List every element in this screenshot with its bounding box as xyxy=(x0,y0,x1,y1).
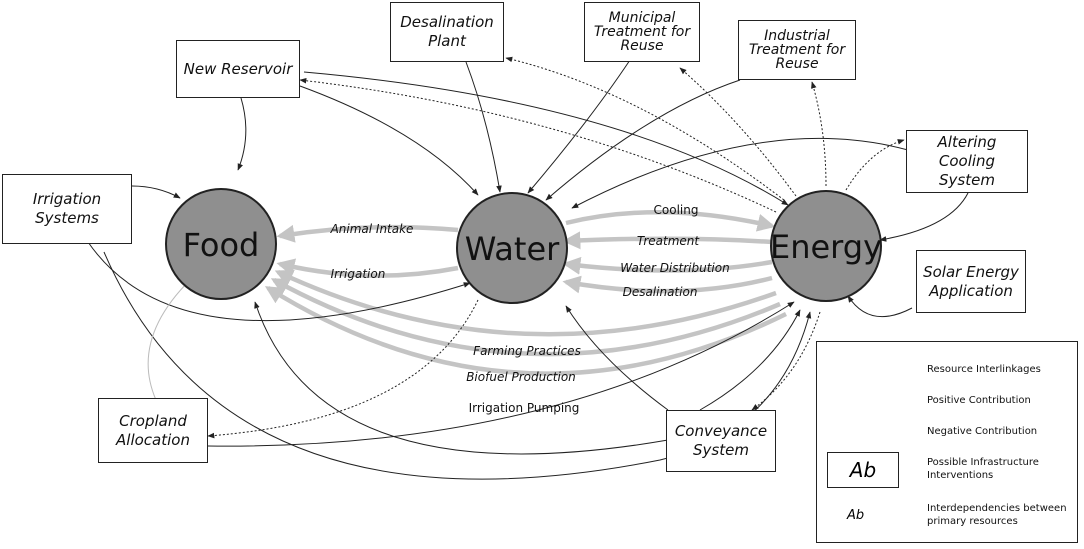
link-solar-energy xyxy=(847,295,913,317)
box-desalination-plant: Desalination Plant xyxy=(390,2,504,62)
label-farming-practices: Farming Practices xyxy=(473,344,581,358)
legend-interventions-text: Possible Infrastructure Interventions xyxy=(927,457,1039,481)
box-new-reservoir: New Reservoir xyxy=(176,40,300,98)
label-irrigation: Irrigation xyxy=(331,267,386,281)
label-biofuel-production: Biofuel Production xyxy=(466,370,576,384)
label-desalination-plant: Desalination Plant xyxy=(400,13,494,50)
link-conveyance-water xyxy=(565,305,669,411)
arrow-farming-practices xyxy=(274,269,777,337)
box-solar-energy: Solar Energy Application xyxy=(916,250,1026,313)
label-industrial-treatment: Industrial Treatment for Reuse xyxy=(748,28,846,72)
link-cooling-water xyxy=(571,137,909,209)
link-reservoir-water xyxy=(299,85,479,196)
node-food: Food xyxy=(165,188,277,300)
neg-energy-municipal xyxy=(679,67,797,197)
node-energy: Energy xyxy=(770,190,882,302)
link-reservoir-energy xyxy=(303,71,789,206)
label-irrigation-systems: Irrigation Systems xyxy=(32,190,102,227)
link-desal-water xyxy=(465,61,502,193)
legend-ab-box: Ab xyxy=(827,452,899,488)
label-animal-intake: Animal Intake xyxy=(330,222,414,236)
box-industrial-treatment: Industrial Treatment for Reuse xyxy=(738,20,856,80)
arrow-irrigation-pumping xyxy=(264,286,787,376)
legend-interdependencies-text: Interdependencies between primary resour… xyxy=(927,503,1067,527)
arrow-desalination xyxy=(562,275,773,294)
legend-positive-text: Positive Contribution xyxy=(927,395,1031,406)
arrow-biofuel-production xyxy=(270,278,781,357)
legend-ab-plain: Ab xyxy=(847,508,865,523)
node-energy-label: Energy xyxy=(770,228,882,266)
label-conveyance-system: Conveyance System xyxy=(674,422,768,459)
node-water-label: Water xyxy=(465,230,560,268)
link-industrial-water xyxy=(545,79,741,201)
box-municipal-treatment: Municipal Treatment for Reuse xyxy=(584,2,700,62)
label-cropland-allocation: Cropland Allocation xyxy=(116,411,190,449)
link-conveyance-energy xyxy=(699,309,801,411)
box-cropland-allocation: Cropland Allocation xyxy=(98,398,208,463)
label-new-reservoir: New Reservoir xyxy=(183,59,293,78)
neg-water-cropland xyxy=(207,299,479,439)
box-conveyance-system: Conveyance System xyxy=(666,410,776,472)
resource-interlinkages xyxy=(264,209,787,376)
neg-energy-conveyance xyxy=(751,311,821,411)
link-conveyance-food xyxy=(254,301,669,455)
label-cooling: Cooling xyxy=(654,203,699,217)
neg-energy-cooling xyxy=(845,139,905,191)
label-solar-energy: Solar Energy Application xyxy=(923,262,1019,300)
box-altering-cooling: Altering Cooling System xyxy=(906,130,1028,193)
link-labels: Animal Intake Irrigation Cooling Treatme… xyxy=(330,203,730,415)
negative-contributions xyxy=(207,56,905,439)
legend: Resource Interlinkages Positive Contribu… xyxy=(816,341,1078,543)
label-altering-cooling: Altering Cooling System xyxy=(937,133,997,189)
node-water: Water xyxy=(456,192,568,304)
link-cooling-energy xyxy=(879,192,969,242)
node-food-label: Food xyxy=(183,226,260,264)
arrow-treatment xyxy=(562,231,773,250)
neg-energy-desal xyxy=(505,56,785,201)
link-irrigation-food xyxy=(131,185,181,199)
legend-negative-text: Negative Contribution xyxy=(927,426,1038,437)
arrow-cooling xyxy=(565,209,776,232)
link-irrigation-water xyxy=(87,241,471,322)
link-cropland-energy xyxy=(207,301,795,447)
box-irrigation-systems: Irrigation Systems xyxy=(2,174,132,244)
label-irrigation-pumping: Irrigation Pumping xyxy=(469,401,580,415)
label-desalination: Desalination xyxy=(623,285,698,299)
link-food-cropland xyxy=(147,279,191,401)
link-municipal-water xyxy=(527,59,631,194)
legend-resource-text: Resource Interlinkages xyxy=(927,364,1041,375)
label-treatment: Treatment xyxy=(637,234,700,248)
neg-energy-reservoir xyxy=(299,77,777,213)
label-municipal-treatment: Municipal Treatment for Reuse xyxy=(593,10,691,54)
neg-energy-industrial xyxy=(811,81,827,187)
arrow-water-distribution xyxy=(562,256,773,275)
link-reservoir-food xyxy=(237,97,247,171)
arrow-animal-intake xyxy=(276,224,459,243)
arrow-irrigation xyxy=(276,258,459,278)
label-water-distribution: Water Distribution xyxy=(620,261,729,275)
